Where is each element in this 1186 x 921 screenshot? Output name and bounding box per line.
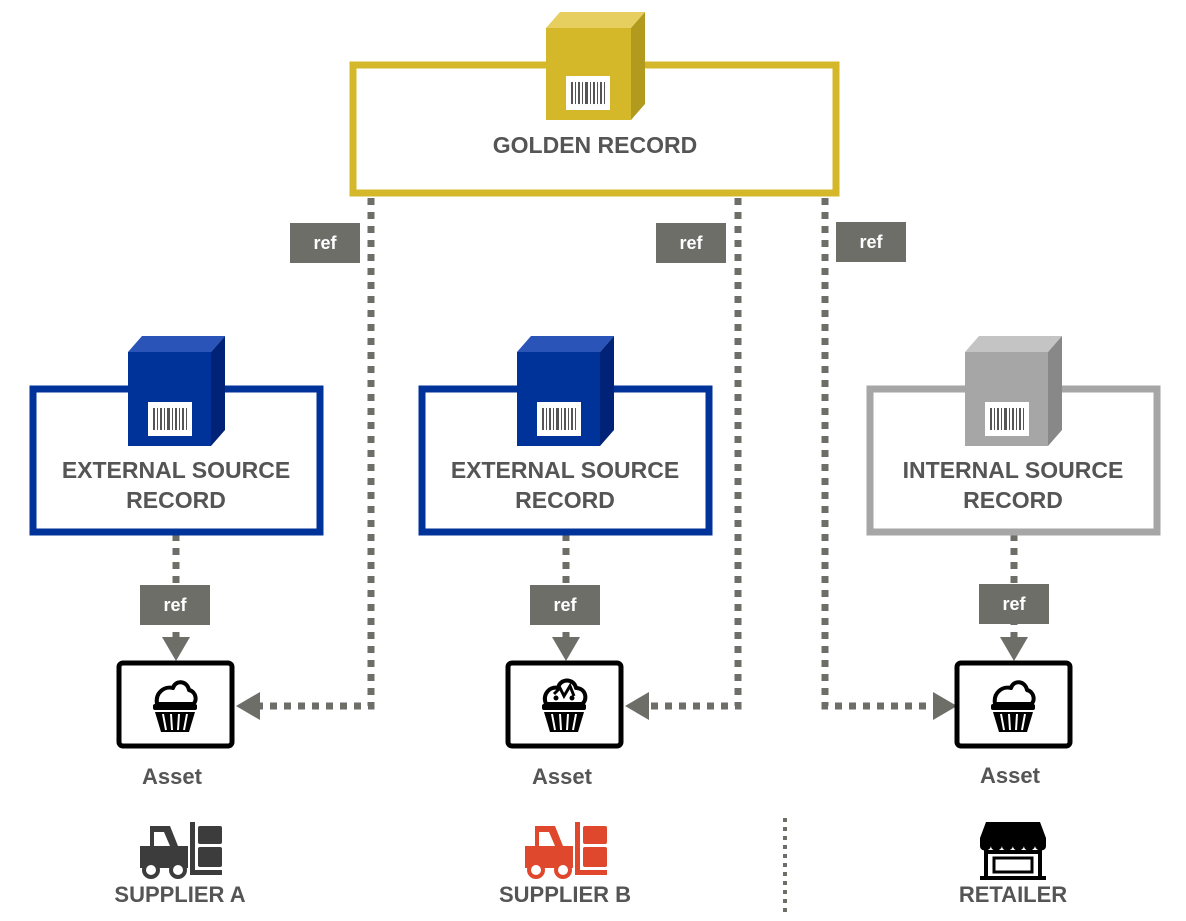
- source-record-c: INTERNAL SOURCE RECORD: [866, 336, 1161, 536]
- source-record-c-cube-icon: [965, 336, 1062, 446]
- golden-record-label: GOLDEN RECORD: [493, 132, 697, 158]
- ref-badge-golden-b: ref: [656, 223, 726, 263]
- source-record-b: EXTERNAL SOURCE RECORD: [418, 336, 713, 536]
- svg-text:ref: ref: [313, 233, 337, 253]
- arrowhead-down-c: [1000, 637, 1028, 661]
- ref-badge-golden-c: ref: [836, 222, 906, 262]
- ref-badge-source-a: ref: [140, 585, 210, 625]
- party-retailer-label: RETAILER: [959, 882, 1067, 907]
- asset-c-label: Asset: [980, 763, 1041, 788]
- svg-text:ref: ref: [679, 233, 703, 253]
- ref-badge-source-b: ref: [530, 585, 600, 625]
- forklift-icon: [140, 822, 222, 879]
- golden-record: GOLDEN RECORD: [349, 12, 840, 197]
- arrowhead-left-b: [625, 692, 649, 720]
- asset-c: Asset: [954, 660, 1073, 788]
- ref-badge-golden-a: ref: [290, 223, 360, 263]
- ref-badge-source-c: ref: [979, 584, 1049, 624]
- source-record-c-line2: RECORD: [963, 487, 1063, 513]
- golden-record-cube-icon: [546, 12, 645, 120]
- svg-text:ref: ref: [553, 595, 577, 615]
- arrowhead-down-b: [552, 637, 580, 661]
- party-supplier-b-label: SUPPLIER B: [499, 882, 631, 907]
- svg-text:ref: ref: [859, 232, 883, 252]
- forklift-icon: [525, 822, 607, 879]
- source-record-a: EXTERNAL SOURCE RECORD: [29, 336, 324, 536]
- asset-b-label: Asset: [532, 764, 593, 789]
- svg-text:ref: ref: [1002, 594, 1026, 614]
- asset-a-label: Asset: [142, 764, 203, 789]
- connector-arrowheads: [162, 637, 1028, 720]
- source-record-c-line1: INTERNAL SOURCE: [903, 457, 1124, 483]
- arrowhead-left-a: [236, 692, 260, 720]
- arrowhead-down-a: [162, 637, 190, 661]
- svg-text:ref: ref: [163, 595, 187, 615]
- connector-golden-to-asset-b: [648, 198, 742, 710]
- connector-golden-to-asset-a: [258, 198, 375, 710]
- party-retailer: RETAILER: [959, 822, 1067, 907]
- storefront-icon: [980, 822, 1046, 880]
- source-record-a-cube-icon: [128, 336, 225, 446]
- ref-badges: ref ref ref ref ref ref: [140, 222, 1049, 625]
- source-record-b-line1: EXTERNAL SOURCE: [451, 457, 679, 483]
- party-supplier-a: SUPPLIER A: [114, 822, 246, 907]
- source-record-a-line1: EXTERNAL SOURCE: [62, 457, 290, 483]
- source-record-b-line2: RECORD: [515, 487, 615, 513]
- connector-golden-to-asset-c: [821, 198, 934, 710]
- asset-a: Asset: [116, 660, 235, 789]
- asset-b: Asset: [505, 660, 624, 789]
- arrowhead-right-c: [933, 692, 957, 720]
- source-record-b-cube-icon: [517, 336, 614, 446]
- party-supplier-b: SUPPLIER B: [499, 822, 631, 907]
- party-supplier-a-label: SUPPLIER A: [114, 882, 245, 907]
- source-record-a-line2: RECORD: [126, 487, 226, 513]
